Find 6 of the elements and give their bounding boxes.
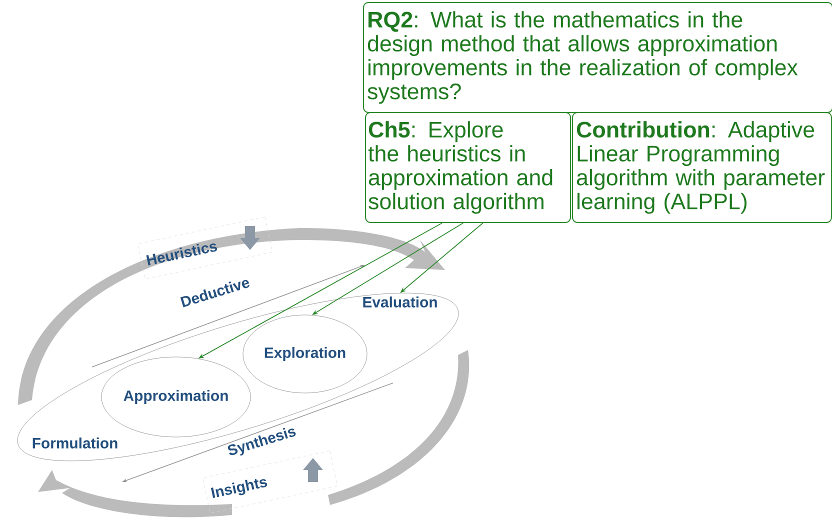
label-box: Heuristics — [137, 216, 273, 280]
stage-label: Evaluation — [363, 296, 437, 308]
stage-label: Formulation — [32, 438, 118, 448]
text-box: Contribution: Adaptive Linear Programming algorithm with parameter learning (ALPPL) — [572, 112, 832, 223]
text-box: Ch5: Explore the heuristics in approximation and solution algorithm — [365, 112, 571, 223]
text-box: RQ2: What is the mathematics in the design method that allows approximation improvements in the realization of complex systems? — [363, 2, 832, 113]
